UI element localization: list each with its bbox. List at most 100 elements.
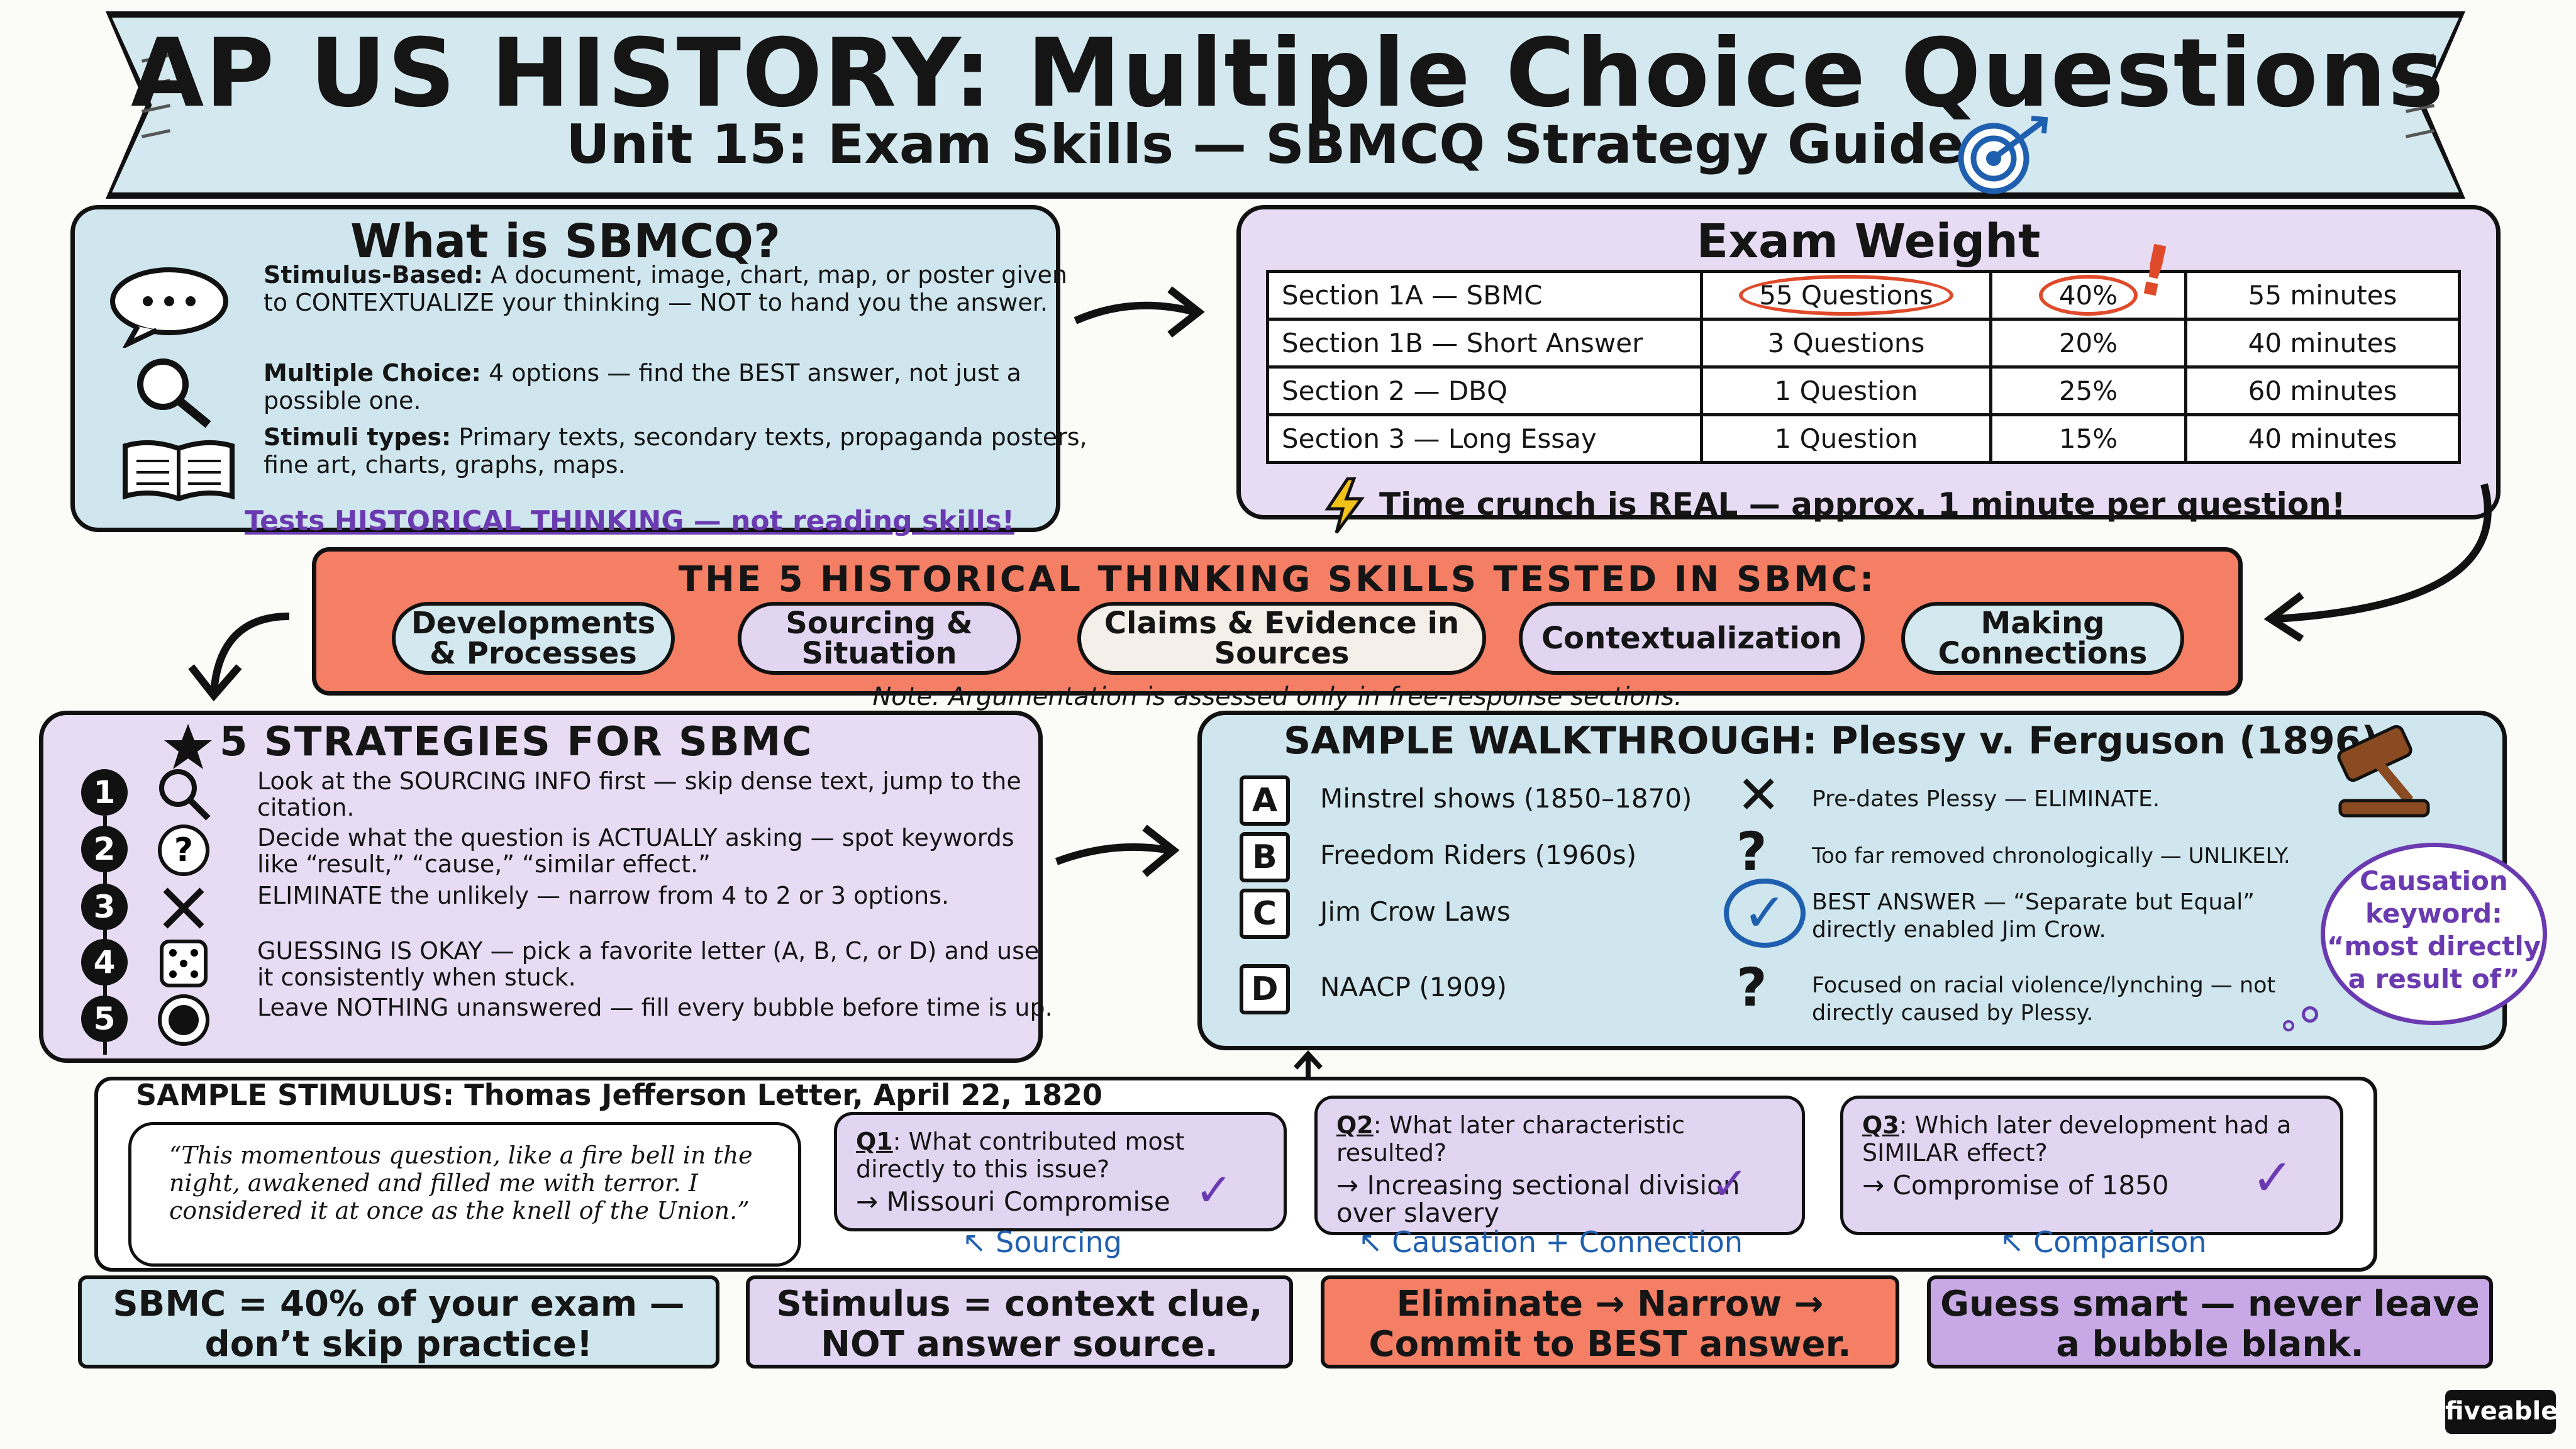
x-mark-icon: ✕ bbox=[1736, 764, 1781, 826]
page-subtitle: Unit 15: Exam Skills — SBMCQ Strategy Gu… bbox=[566, 113, 1964, 176]
skills-note: Note: Argumentation is assessed only in … bbox=[872, 682, 1682, 711]
table-row: Section 3 — Long Essay 1 Question 15% 40… bbox=[1266, 413, 2461, 464]
skill-pill: Making Connections bbox=[1901, 602, 2184, 675]
open-book-icon bbox=[119, 436, 238, 508]
section-cell: Section 3 — Long Essay bbox=[1266, 413, 1703, 464]
check-mark-icon: ✓ bbox=[1724, 879, 1806, 948]
strategy-text: Leave NOTHING unanswered — fill every bu… bbox=[257, 994, 1053, 1021]
dice-icon bbox=[155, 935, 212, 992]
option-note: BEST ANSWER — “Separate but Equal” direc… bbox=[1812, 889, 2255, 943]
step-number: 4 bbox=[81, 939, 128, 985]
time-crunch-note: Time crunch is REAL — approx. 1 minute p… bbox=[1379, 486, 2346, 523]
question-circle-icon: ? bbox=[155, 822, 212, 879]
question-card: Q2: What later characteristic resulted? … bbox=[1314, 1096, 1805, 1235]
magnifier-icon bbox=[130, 354, 218, 432]
table-row: Section 1B — Short Answer 3 Questions 20… bbox=[1266, 318, 2461, 369]
option-letter: C bbox=[1240, 889, 1290, 939]
option-note: Focused on racial violence/lynching — no… bbox=[1812, 973, 2276, 1026]
skills-title: THE 5 HISTORICAL THINKING SKILLS TESTED … bbox=[678, 559, 1877, 600]
table-row: Section 1A — SBMC 55 Questions 40% 55 mi… bbox=[1266, 270, 2461, 321]
time-cell: 40 minutes bbox=[2184, 413, 2461, 464]
question-text: : What later characteristic resulted? bbox=[1336, 1111, 1685, 1167]
table-row: Section 2 — DBQ 1 Question 25% 60 minute… bbox=[1266, 365, 2461, 416]
question-label: Q2 bbox=[1336, 1111, 1374, 1139]
filled-bubble-icon bbox=[155, 992, 212, 1048]
skills-panel: THE 5 HISTORICAL THINKING SKILLS TESTED … bbox=[312, 547, 2243, 711]
exam-weight-panel: Exam Weight Section 1A — SBMC 55 Questio… bbox=[1236, 205, 2501, 534]
exam-weight-table: Section 1A — SBMC 55 Questions 40% 55 mi… bbox=[1266, 270, 2461, 464]
weight-cell: 40% bbox=[2038, 275, 2138, 316]
panel-title: What is SBMCQ? bbox=[350, 214, 781, 269]
time-cell: 40 minutes bbox=[2184, 318, 2461, 369]
gavel-icon bbox=[2315, 724, 2447, 835]
question-answer: → Missouri Compromise bbox=[856, 1186, 1170, 1217]
definition-label: Stimulus-Based: bbox=[264, 261, 484, 289]
definition-label: Stimuli types: bbox=[264, 423, 452, 451]
page-title: AP US HISTORY: Multiple Choice Questions bbox=[131, 19, 2445, 128]
takeaway-box: Stimulus = context clue, NOT answer sour… bbox=[746, 1275, 1293, 1368]
target-icon bbox=[1950, 113, 2057, 197]
section-cell: Section 1B — Short Answer bbox=[1266, 318, 1703, 369]
stimulus-panel: SAMPLE STIMULUS: Thomas Jefferson Letter… bbox=[94, 1077, 2377, 1272]
magnifier-icon bbox=[155, 765, 212, 822]
weight-cell: 20% bbox=[1989, 318, 2187, 369]
question-answer: → Increasing sectional division over sla… bbox=[1336, 1170, 1740, 1228]
x-mark-icon bbox=[155, 880, 212, 936]
question-mark-icon: ? bbox=[1736, 957, 1767, 1018]
questions-cell: 55 Questions bbox=[1739, 275, 1953, 316]
definition-label: Multiple Choice: bbox=[264, 359, 481, 387]
star-icon bbox=[163, 721, 213, 774]
stimulus-title: SAMPLE STIMULUS: Thomas Jefferson Letter… bbox=[136, 1078, 1102, 1112]
questions-cell: 1 Question bbox=[1700, 365, 1992, 416]
question-answer: → Compromise of 1850 bbox=[1862, 1170, 2169, 1201]
definition-text: A document, image, chart, map, or poster… bbox=[264, 261, 1067, 316]
panel-title: 5 STRATEGIES FOR SBMC bbox=[219, 719, 813, 765]
strategies-panel: 5 STRATEGIES FOR SBMC 1 Look at the SOUR… bbox=[39, 711, 1053, 1063]
option-note: Too far removed chronologically — UNLIKE… bbox=[1812, 843, 2290, 869]
step-connector bbox=[103, 816, 107, 1055]
step-number: 5 bbox=[81, 996, 128, 1042]
walkthrough-panel: SAMPLE WALKTHROUGH: Plessy v. Ferguson (… bbox=[1197, 711, 2507, 1050]
skill-tag: ↖ Causation + Connection bbox=[1358, 1225, 1743, 1259]
check-mark-icon: ✓ bbox=[1711, 1157, 1749, 1210]
brand-logo: fiveable bbox=[2445, 1390, 2558, 1434]
strategy-text: GUESSING IS OKAY — pick a favorite lette… bbox=[257, 937, 1040, 991]
arrow-right-icon bbox=[1050, 818, 1189, 889]
strategy-text: Look at the SOURCING INFO first — skip d… bbox=[257, 767, 1021, 821]
speech-bubble-icon bbox=[106, 266, 232, 350]
panel-title: Exam Weight bbox=[1696, 214, 2041, 269]
quote-bubble: “This momentous question, like a fire be… bbox=[128, 1122, 801, 1267]
curved-arrow-icon bbox=[2239, 478, 2516, 644]
arrow-right-icon bbox=[1069, 277, 1214, 348]
strategy-text: ELIMINATE the unlikely — narrow from 4 t… bbox=[257, 882, 950, 909]
curved-arrow-icon bbox=[182, 604, 296, 707]
option-letter: B bbox=[1240, 832, 1290, 882]
question-text: : Which later development had a SIMILAR … bbox=[1862, 1111, 2292, 1167]
questions-cell: 1 Question bbox=[1700, 413, 1992, 464]
question-text: : What contributed most directly to this… bbox=[856, 1128, 1185, 1183]
section-cell: Section 1A — SBMC bbox=[1266, 270, 1703, 321]
question-card: Q3: Which later development had a SIMILA… bbox=[1840, 1096, 2343, 1235]
option-text: Minstrel shows (1850–1870) bbox=[1320, 783, 1692, 814]
step-number: 3 bbox=[81, 884, 128, 930]
question-label: Q3 bbox=[1862, 1111, 1899, 1139]
panel-title: SAMPLE WALKTHROUGH: Plessy v. Ferguson (… bbox=[1284, 719, 2379, 763]
section-cell: Section 2 — DBQ bbox=[1266, 365, 1703, 416]
what-is-panel: What is SBMCQ? Stimulus-Based: A documen… bbox=[70, 205, 1087, 537]
check-mark-icon: ✓ bbox=[1195, 1163, 1233, 1216]
cloud-tail-bubble bbox=[2283, 1020, 2294, 1031]
option-letter: D bbox=[1240, 964, 1290, 1014]
step-number: 2 bbox=[81, 826, 128, 872]
skill-tag-label: Sourcing bbox=[996, 1225, 1122, 1259]
skill-tag-label: Causation + Connection bbox=[1392, 1225, 1743, 1259]
time-cell: 55 minutes bbox=[2184, 270, 2461, 321]
skill-tag-label: Comparison bbox=[2033, 1225, 2207, 1259]
skill-pill: Sourcing & Situation bbox=[738, 602, 1021, 675]
skill-tag: ↖ Sourcing bbox=[962, 1225, 1122, 1259]
question-mark-icon: ? bbox=[1736, 821, 1767, 882]
check-mark-icon: ✓ bbox=[2251, 1148, 2294, 1207]
definition-stimulus: Stimulus-Based: A document, image, chart… bbox=[264, 261, 1094, 316]
skill-pill: Claims & Evidence in Sources bbox=[1077, 602, 1486, 675]
definition-text: 4 options — find the BEST answer, not ju… bbox=[264, 359, 1021, 414]
question-label: Q1 bbox=[856, 1128, 893, 1155]
